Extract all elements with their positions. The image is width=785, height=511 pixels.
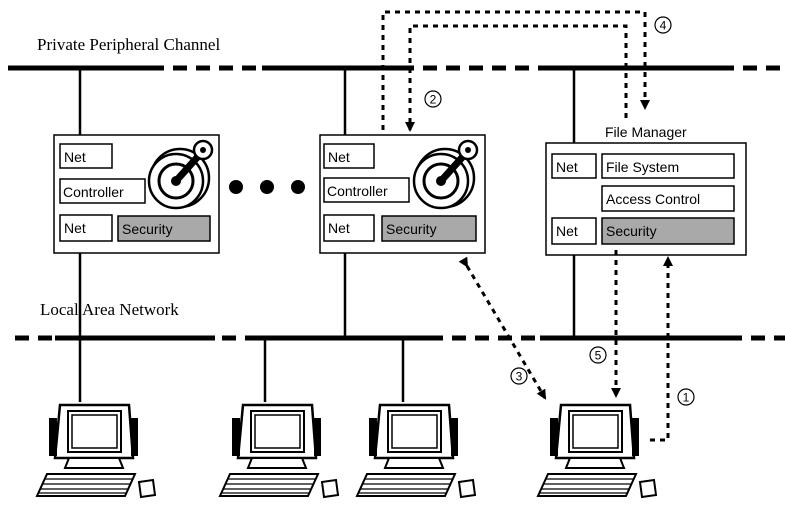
drive1-security: Security	[122, 221, 173, 237]
desktop-computer-icon	[536, 403, 658, 499]
arrow-step-2	[405, 24, 628, 132]
drive2-security: Security	[386, 221, 437, 237]
step-3-label: 3	[516, 370, 523, 384]
fm-access-control: Access Control	[606, 191, 700, 207]
drive2-controller: Controller	[327, 183, 388, 199]
fm-net-bottom: Net	[556, 223, 578, 239]
fm-net-top: Net	[556, 159, 578, 175]
file-manager-title: File Manager	[605, 124, 687, 140]
ellipsis-dots	[229, 180, 305, 194]
drive2-net-top: Net	[328, 149, 350, 165]
drive1-net-top: Net	[64, 149, 86, 165]
step-2-label: 2	[430, 93, 437, 107]
client-computers	[35, 403, 658, 499]
step-markers: 1 2 3 4 5	[424, 16, 695, 406]
step-4-label: 4	[660, 19, 667, 33]
step-1-label: 1	[683, 391, 690, 405]
flow-arrows	[381, 10, 673, 442]
arrow-step-1	[650, 256, 673, 442]
desktop-computer-icon	[35, 403, 157, 499]
desktop-computer-icon	[355, 403, 477, 499]
storage-drive-2: Net Controller Net Security	[319, 134, 486, 254]
desktop-computer-icon	[218, 403, 340, 499]
arrow-step-4	[381, 10, 650, 130]
file-manager: File Manager Net File System Access Cont…	[545, 124, 747, 256]
storage-drive-1: Net Controller Net Security	[53, 134, 220, 254]
arrow-step-3	[458, 256, 547, 400]
drive1-net-bottom: Net	[64, 220, 86, 236]
drive2-net-bottom: Net	[328, 220, 350, 236]
private-channel-label: Private Peripheral Channel	[37, 35, 220, 54]
bus-connectors	[78, 68, 576, 402]
drive1-controller: Controller	[63, 184, 124, 200]
lan-label: Local Area Network	[40, 300, 179, 319]
fm-file-system: File System	[606, 159, 679, 175]
step-5-label: 5	[595, 349, 602, 363]
fm-security: Security	[606, 223, 657, 239]
